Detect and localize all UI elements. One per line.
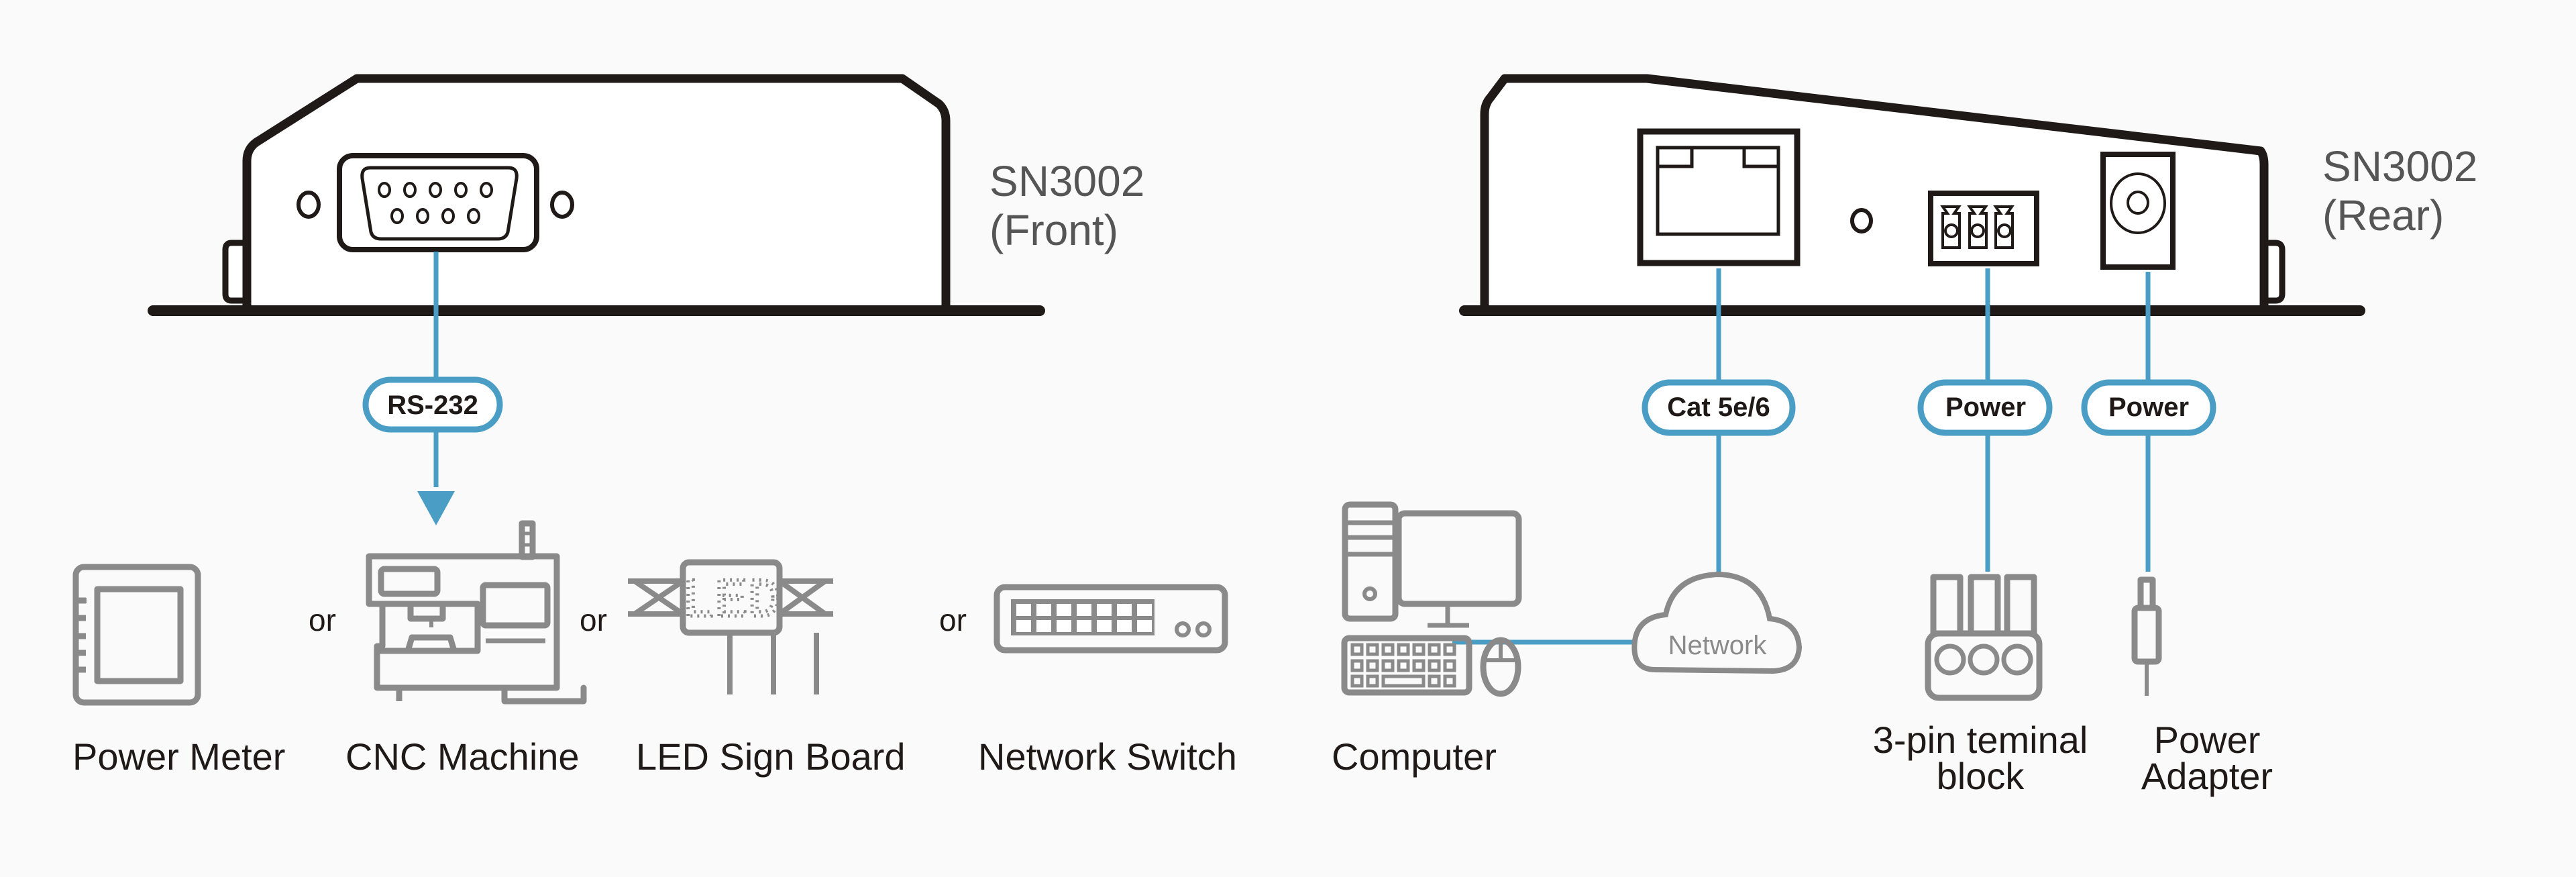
rs232-cable: RS-232: [362, 252, 503, 525]
power-meter-icon: [72, 564, 201, 706]
cable-label-power-terminal: Power: [1945, 393, 2026, 422]
target-label-network-switch: Network Switch: [978, 735, 1237, 778]
target-label-led-sign-board: LED Sign Board: [636, 735, 906, 778]
target-label-terminal-block-line2: block: [1937, 755, 2025, 797]
front-unit-model-label: SN3002: [989, 157, 1144, 205]
computer-icon: [1341, 501, 1522, 697]
cnc-machine-icon: [366, 520, 587, 705]
screw-hole-icon: [550, 191, 574, 219]
led-sign-board-icon: LED: [628, 559, 833, 694]
screw-hole-icon: [297, 191, 321, 219]
target-label-power-adapter-line1: Power: [2154, 719, 2261, 761]
rear-unit-side-tab: [2261, 240, 2286, 304]
or-separator: or: [309, 603, 336, 637]
cable-label-pill: [2081, 379, 2216, 436]
target-label-power-adapter-line2: Adapter: [2141, 755, 2273, 797]
target-label-cnc-machine: CNC Machine: [345, 735, 580, 778]
cat5e-cable: Cat 5e/6: [1452, 268, 1796, 645]
dc-jack-port-icon: [2100, 152, 2176, 270]
terminal-block-port-icon: [1928, 191, 2039, 266]
rear-unit: SN3002 (Rear): [1459, 74, 2477, 316]
cable-label-pill: [1917, 379, 2053, 436]
power-adapter-plug-icon: [2131, 576, 2162, 696]
target-label-terminal-block-line1: 3-pin teminal: [1873, 719, 2088, 761]
cable-label-pill: [362, 376, 503, 433]
cable-label-rs232: RS-232: [387, 391, 478, 420]
network-label: Network: [1668, 631, 1768, 660]
target-label-power-meter: Power Meter: [72, 735, 285, 778]
arrow-down-icon: [417, 491, 455, 525]
db9-serial-port-icon: [337, 153, 539, 252]
network-switch-icon: [994, 584, 1228, 654]
front-unit-side-tab: [222, 240, 250, 304]
led-display-text: LED: [682, 570, 781, 633]
front-unit-side-label: (Front): [989, 206, 1118, 254]
terminal-power-cable: Power: [1917, 268, 2053, 572]
or-separator: or: [939, 603, 967, 637]
cable-label-cat5e: Cat 5e/6: [1667, 393, 1770, 422]
front-unit: SN3002 (Front): [148, 74, 1144, 316]
rear-unit-model-label: SN3002: [2322, 142, 2477, 191]
terminal-block-icon: [1925, 574, 2043, 701]
or-separator: or: [580, 603, 607, 637]
target-label-computer: Computer: [1332, 735, 1497, 778]
network-cloud-icon: Network: [1631, 571, 1803, 674]
rear-unit-side-label: (Rear): [2322, 191, 2444, 240]
cable-label-power-adapter: Power: [2108, 393, 2189, 422]
cable-label-pill: [1642, 379, 1796, 436]
dc-power-cable: Power: [2081, 272, 2216, 572]
status-led-icon: [1850, 208, 1873, 234]
rj45-port-icon: [1637, 128, 1801, 266]
